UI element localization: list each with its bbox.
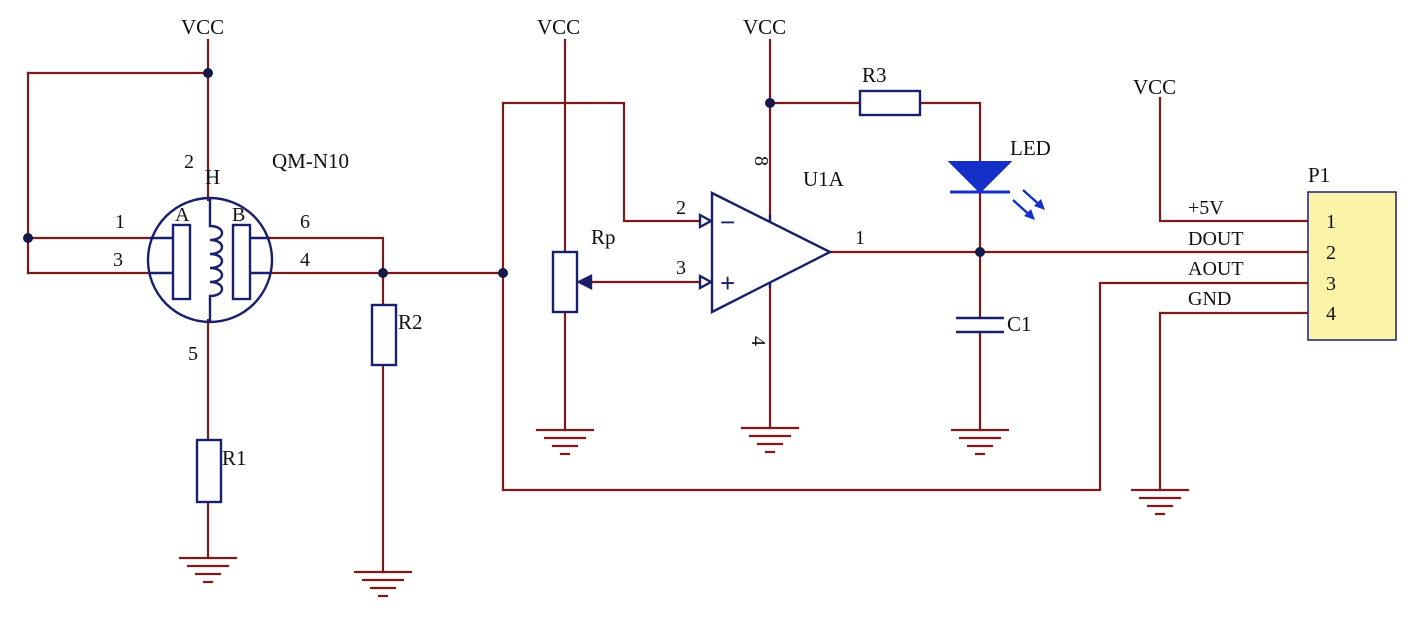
opamp-u1a [698,191,833,314]
led-label: LED [1010,136,1051,160]
heater-coil [208,198,224,322]
vcc-label-connector: VCC [1133,75,1176,99]
ground-icon [535,428,595,456]
connector-pin-2: 2 [1326,242,1336,264]
opamp-pin-out: 1 [855,227,865,249]
net-label-gnd: GND [1188,288,1231,310]
gas-sensor [146,196,274,324]
ground-icon [950,428,1010,456]
led-diode [947,161,1045,220]
electrode-b-label: B [232,204,245,226]
sensor-pin-3: 3 [113,249,123,271]
sensor-electrode-a [171,223,192,301]
ground-icon [353,570,413,598]
ground-icon [178,556,238,584]
capacitor-c1 [956,316,1004,334]
sensor-pin-4: 4 [300,249,310,271]
net-label-aout: AOUT [1188,258,1244,280]
ground-icon [1130,488,1190,516]
potentiometer-rp [551,250,593,314]
r3-label: R3 [862,63,887,87]
heater-label: H [205,165,220,189]
net-label-5v: +5V [1188,197,1224,219]
opamp-pin-inv: 2 [676,197,686,219]
electrode-a-label: A [175,204,190,226]
connector-p1-body [1307,191,1397,341]
opamp-label: U1A [803,167,845,191]
junction-dot [498,268,508,278]
vcc-label-sensor: VCC [181,15,224,39]
sensor-pin-6: 6 [300,211,310,233]
junction-dot [23,233,33,243]
junction-dot [203,68,213,78]
rp-label: Rp [591,225,616,249]
c1-label: C1 [1007,312,1032,336]
resistor-r2 [370,303,398,367]
net-label-dout: DOUT [1188,228,1244,250]
sensor-part-label: QM-N10 [272,149,349,173]
connector-label: P1 [1308,163,1330,187]
vcc-label-rp: VCC [537,15,580,39]
ground-icon [740,426,800,454]
wires [26,38,1310,574]
labels: VCC VCC VCC VCC QM-N10 H A B 1 3 6 4 2 5… [113,15,1336,470]
resistor-r3 [858,89,922,117]
ground-symbols [178,426,1190,598]
sensor-pin-2: 2 [184,151,194,173]
resistor-r1 [195,438,223,504]
opamp-minus-sign: − [720,207,735,237]
connector-pin-4: 4 [1326,303,1336,325]
opamp-plus-sign: + [720,268,735,298]
junction-dot [765,98,775,108]
junction-dot [975,247,985,257]
connector-pin-1: 1 [1326,211,1336,233]
connector-pin-3: 3 [1326,273,1336,295]
opamp-pin-vcc: 8 [750,156,772,166]
sensor-electrode-b [231,223,252,301]
r2-label: R2 [398,310,423,334]
junction-dot [378,268,388,278]
sensor-pin-5: 5 [188,343,198,365]
junctions [23,68,985,278]
r1-label: R1 [222,446,247,470]
opamp-pin-gnd: 4 [747,336,769,346]
vcc-label-opamp: VCC [743,15,786,39]
opamp-pin-noninv: 3 [676,257,686,279]
sensor-pin-1: 1 [115,211,125,233]
